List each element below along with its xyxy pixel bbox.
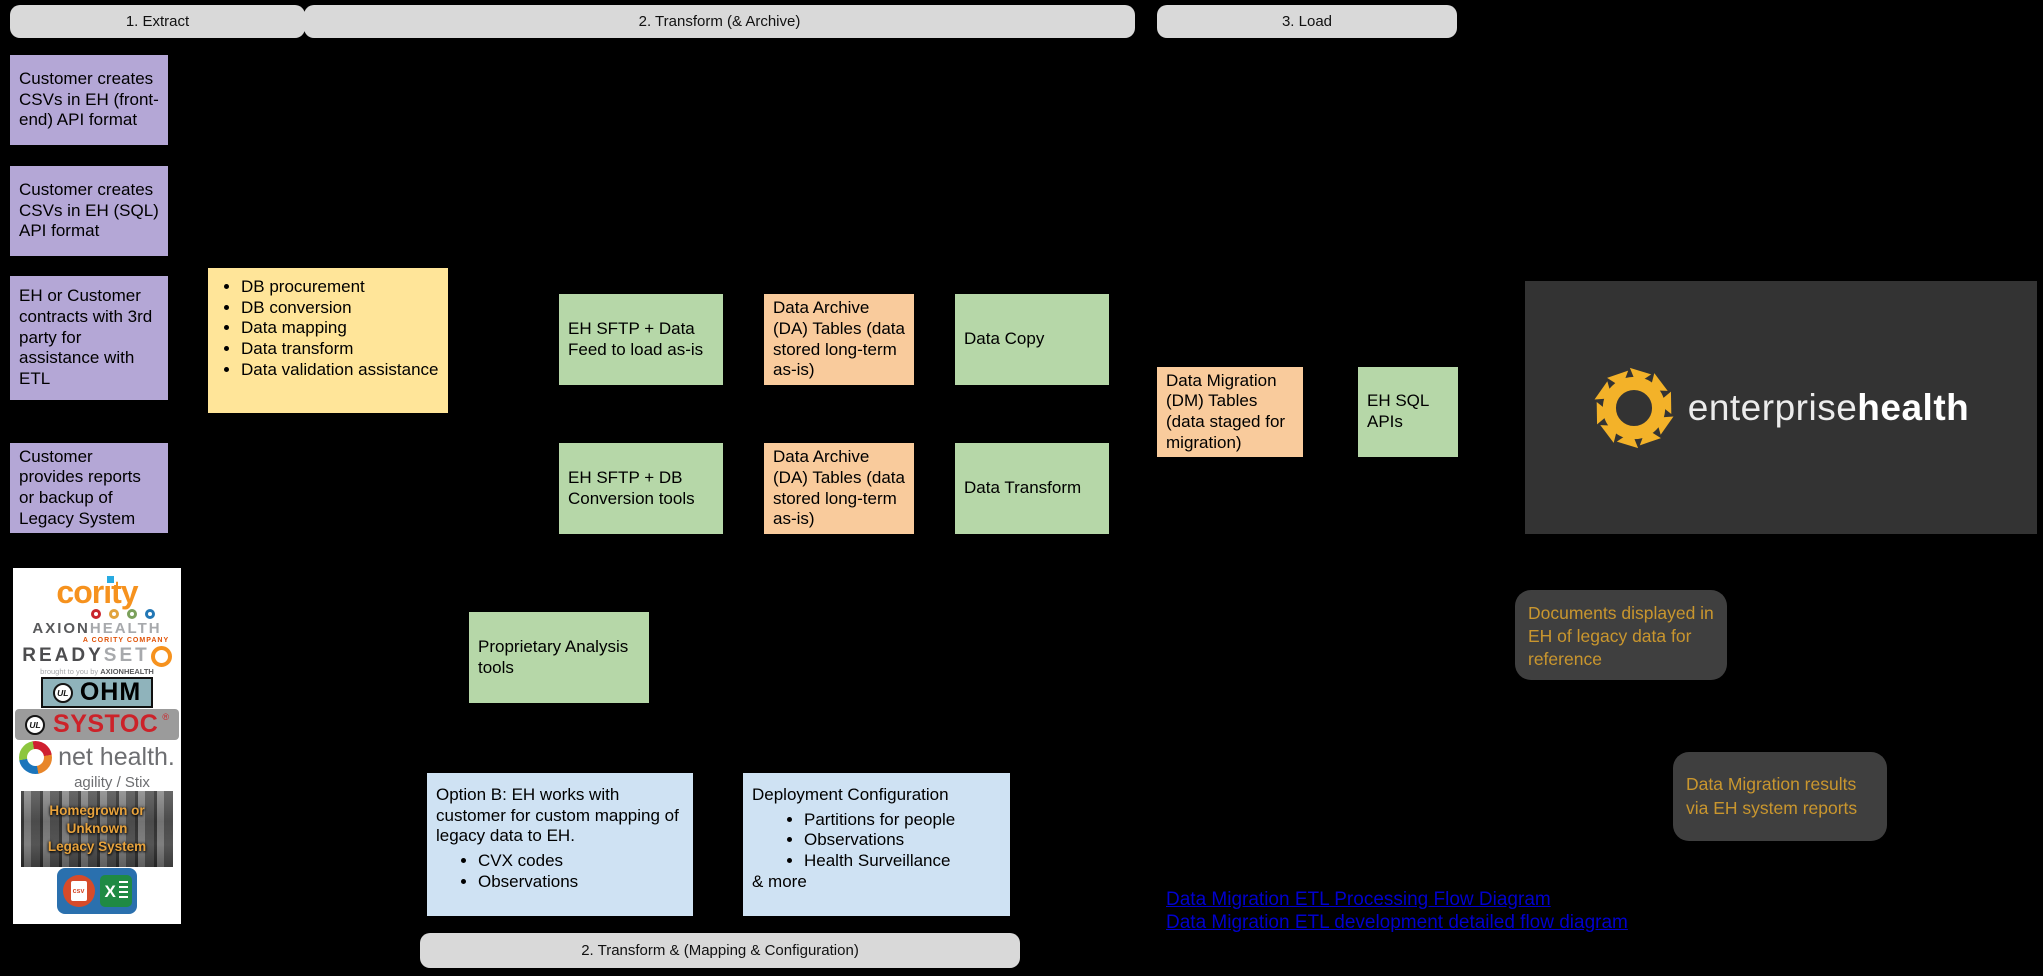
cority-wordmark: cority (56, 574, 138, 610)
phase-bar-transform-mapping: 2. Transform & (Mapping & Configuration) (420, 933, 1020, 968)
readyset-wordmark-dark: READY (22, 645, 104, 667)
option-b-box: Option B: EH works with customer for cus… (427, 773, 693, 916)
eh-brand-bold: health (1857, 386, 1970, 428)
task-item: Data mapping (241, 318, 439, 339)
enterprise-health-logo: enterprisehealth (1688, 387, 1970, 429)
ohm-wordmark: OHM (79, 678, 142, 707)
link-etl-processing-flow-diagram[interactable]: Data Migration ETL Processing Flow Diagr… (1166, 889, 1551, 910)
enterprise-health-panel: enterprisehealth (1525, 281, 2037, 534)
ul-mark-icon: UL (52, 682, 73, 703)
task-item: DB conversion (241, 298, 439, 319)
data-transform-box: Data Transform (955, 443, 1109, 534)
third-party-tasks-box: DB procurement DB conversion Data mappin… (208, 268, 448, 413)
deployment-footer: & more (752, 871, 807, 891)
deployment-title: Deployment Configuration (752, 785, 949, 804)
eh-brand-light: enterprise (1687, 386, 1858, 428)
readyset-tagline: brought to you by (40, 667, 101, 677)
cority-logo: cority (56, 574, 139, 610)
data-copy-box: Data Copy (955, 294, 1109, 385)
proprietary-analysis-tools-box: Proprietary Analysis tools (469, 612, 649, 703)
ul-mark-icon: UL (25, 714, 46, 735)
axion-wordmark-dark: AXION (32, 619, 90, 637)
axion-health-logo: AXIONHEALTH A CORITY COMPANY (25, 608, 170, 645)
sftp-db-conversion-box: EH SFTP + DB Conversion tools (559, 443, 723, 534)
task-item: DB procurement (241, 277, 439, 298)
eh-sql-apis-box: EH SQL APIs (1358, 367, 1458, 457)
axion-wordmark-light: HEALTH (89, 619, 162, 637)
legacy-systems-panel: cority AXIONHEALTH A CORITY COMPANY READ… (13, 568, 181, 924)
registered-mark: ® (162, 712, 169, 723)
data-migration-tables-box: Data Migration (DM) Tables (data staged … (1157, 367, 1303, 457)
extract-box-csv-frontend: Customer creates CSVs in EH (front-end) … (10, 55, 168, 145)
extract-box-csv-sql: Customer creates CSVs in EH (SQL) API fo… (10, 166, 168, 256)
phase-bar-extract: 1. Extract (10, 5, 305, 38)
axion-dots-icon (90, 608, 155, 619)
legacy-system-image: Homegrown or Unknown Legacy System (21, 791, 173, 868)
option-b-bullet: Observations (478, 872, 684, 893)
data-archive-tables-box-2: Data Archive (DA) Tables (data stored lo… (764, 443, 914, 534)
callout-documents-displayed: Documents displayed in EH of legacy data… (1515, 590, 1727, 680)
sftp-data-feed-box: EH SFTP + Data Feed to load as-is (559, 294, 723, 385)
readyset-tagline-brand: AXIONHEALTH (100, 667, 154, 677)
readyset-wordmark-light: SET (103, 645, 150, 667)
deployment-config-box: Deployment Configuration Partitions for … (743, 773, 1010, 916)
systoc-wordmark: SYSTOC (53, 710, 159, 739)
ohm-logo: UL OHM (40, 677, 154, 709)
net-health-logo: net health. agility / Stix (19, 741, 175, 790)
deployment-bullet: Observations (804, 830, 1001, 851)
deployment-bullet: Health Surveillance (804, 851, 1001, 872)
axion-tagline: A CORITY COMPANY (82, 637, 170, 645)
csv-file-icon: csv (62, 875, 95, 907)
cority-i-dot (107, 576, 115, 583)
net-health-products: agility / Stix (74, 774, 150, 792)
link-etl-development-detailed-flow-diagram[interactable]: Data Migration ETL development detailed … (1166, 912, 1628, 933)
excel-file-icon: X (99, 875, 132, 907)
extract-box-third-party: EH or Customer contracts with 3rd party … (10, 276, 168, 400)
office-files-badge: csv X (57, 868, 137, 914)
data-archive-tables-box-1: Data Archive (DA) Tables (data stored lo… (764, 294, 914, 385)
phase-bar-load: 3. Load (1157, 5, 1457, 38)
readyset-o-icon (150, 646, 172, 668)
eh-sun-icon (1592, 366, 1675, 449)
legacy-system-caption-line1: Homegrown or Unknown (49, 802, 145, 836)
systoc-logo: UL SYSTOC ® (15, 709, 179, 741)
legacy-system-caption-line2: Legacy System (47, 839, 147, 855)
deployment-bullet: Partitions for people (804, 810, 1001, 831)
csv-label: csv (70, 881, 87, 901)
task-item: Data transform (241, 339, 439, 360)
option-b-intro: Option B: EH works with customer for cus… (436, 785, 679, 846)
callout-migration-results: Data Migration results via EH system rep… (1673, 752, 1887, 841)
extract-box-legacy-reports: Customer provides reports or backup of L… (10, 443, 168, 533)
phase-bar-transform-archive: 2. Transform (& Archive) (304, 5, 1135, 38)
net-health-wordmark: net health. (58, 743, 175, 772)
excel-label: X (104, 881, 116, 901)
option-b-bullet: CVX codes (478, 851, 684, 872)
net-health-ring-icon (19, 741, 53, 775)
task-item: Data validation assistance (241, 360, 439, 381)
